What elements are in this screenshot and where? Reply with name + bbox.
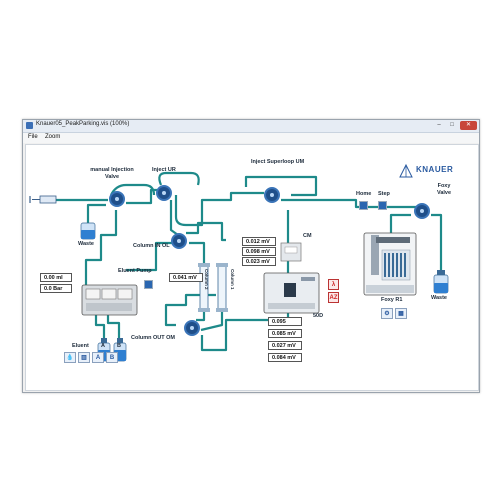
detector-readout-2: 0.085 mV bbox=[268, 329, 302, 338]
waste-bottle-right bbox=[433, 270, 449, 294]
lambda-button[interactable]: λ bbox=[328, 279, 339, 290]
detector-readout-1: 0.095 bbox=[268, 317, 302, 326]
uv-detector[interactable] bbox=[263, 272, 320, 314]
menu-bar: File Zoom bbox=[23, 133, 479, 143]
label-foxy-valve: Foxy Valve bbox=[436, 183, 452, 196]
waste-bottle-left bbox=[80, 222, 96, 240]
pipe-col1-columnout bbox=[200, 310, 224, 332]
knauer-logo-icon bbox=[399, 163, 413, 178]
pipe-manual-ur bbox=[126, 188, 158, 205]
cm-readout-1: 0.012 mV bbox=[242, 237, 276, 246]
pressure-readout: 0.0 Bar bbox=[40, 284, 72, 293]
menu-zoom[interactable]: Zoom bbox=[45, 134, 61, 140]
column-2 bbox=[198, 263, 210, 312]
foxy-rack-icon[interactable]: ▦ bbox=[395, 308, 407, 319]
label-eluent: Eluent bbox=[72, 343, 89, 349]
tool-a-button[interactable]: A bbox=[92, 352, 104, 363]
drop-icon[interactable]: 💧 bbox=[64, 352, 76, 363]
knauer-logo-text: KNAUER bbox=[416, 165, 454, 174]
process-canvas: KNAUER manual Injection Valve Inject UR … bbox=[25, 144, 479, 391]
pipe-eluent-b bbox=[106, 315, 121, 340]
pipe-columnout-loop bbox=[164, 293, 216, 327]
menu-file[interactable]: File bbox=[28, 134, 38, 140]
flow-readout: 0.00 ml bbox=[40, 273, 72, 282]
label-detector: 50D bbox=[313, 313, 324, 319]
manual-injection-valve[interactable] bbox=[109, 191, 125, 207]
autozero-button[interactable]: AZ bbox=[328, 292, 339, 303]
label-manual-injection-valve: manual Injection Valve bbox=[90, 167, 134, 180]
pipe-ur-loop bbox=[158, 171, 200, 186]
label-waste-left: Waste bbox=[78, 241, 94, 247]
label-home: Home bbox=[356, 191, 372, 197]
tool-b-button[interactable]: B bbox=[106, 352, 118, 363]
pipe-foxy-waste bbox=[431, 213, 443, 270]
detector-readout-4: 0.084 mV bbox=[268, 353, 302, 362]
foxy-valve[interactable] bbox=[414, 203, 430, 219]
cm-readout-2: 0.098 mV bbox=[242, 247, 276, 256]
cm-readout-3: 0.023 mV bbox=[242, 257, 276, 266]
foxy-settings-icon[interactable]: ⚙ bbox=[381, 308, 393, 319]
inject-superloop-valve[interactable] bbox=[264, 187, 280, 203]
title-bar: Knauer05_PeakParking.vis (100%) – □ ✕ bbox=[23, 120, 479, 133]
label-waste-right: Waste bbox=[431, 295, 447, 301]
pipe-pump-columnin bbox=[126, 241, 172, 272]
label-eluent-a: A bbox=[101, 343, 105, 349]
label-column-2: Column 2 bbox=[204, 269, 209, 290]
pipe-superloop-foxy bbox=[281, 198, 416, 209]
pipe-manual-pump bbox=[84, 210, 118, 285]
label-foxy: Foxy R1 bbox=[381, 297, 403, 303]
app-window: Knauer05_PeakParking.vis (100%) – □ ✕ Fi… bbox=[22, 119, 480, 393]
eluent-pump[interactable] bbox=[81, 284, 138, 316]
app-icon bbox=[26, 122, 33, 129]
column-1 bbox=[216, 263, 228, 312]
maximize-button[interactable]: □ bbox=[450, 122, 454, 128]
home-button[interactable] bbox=[359, 201, 368, 210]
detector-readout-3: 0.027 mV bbox=[268, 341, 302, 350]
column-signal-readout: 0.041 mV bbox=[169, 273, 203, 282]
pipe-network bbox=[29, 171, 449, 362]
column-out-valve[interactable] bbox=[184, 320, 200, 336]
label-inject-superloop: Inject Superloop UM bbox=[251, 159, 305, 165]
label-column-1: Column 1 bbox=[230, 269, 235, 290]
label-eluent-pump: Eluent Pump bbox=[118, 268, 152, 274]
knauer-logo: KNAUER bbox=[398, 163, 468, 179]
ruler-icon[interactable]: ▥ bbox=[78, 352, 90, 363]
pipe-manual-waste bbox=[86, 203, 106, 223]
minimize-button[interactable]: – bbox=[437, 122, 441, 128]
label-inject-ur: Inject UR bbox=[152, 167, 176, 173]
pump-control-button[interactable] bbox=[144, 280, 153, 289]
close-button[interactable]: ✕ bbox=[460, 121, 477, 130]
cm-detector[interactable] bbox=[280, 242, 302, 262]
window-title: Knauer05_PeakParking.vis (100%) bbox=[36, 121, 130, 127]
syringe-icon[interactable] bbox=[29, 195, 57, 204]
label-cm: CM bbox=[303, 233, 312, 239]
pipe-superloop-top bbox=[244, 175, 318, 197]
pipe-eluent-a bbox=[94, 315, 106, 340]
foxy-fraction-collector[interactable] bbox=[363, 232, 417, 296]
column-in-valve[interactable] bbox=[171, 233, 187, 249]
label-column-out: Column OUT OM bbox=[131, 335, 175, 341]
label-eluent-b: B bbox=[117, 343, 121, 349]
inject-ur-valve[interactable] bbox=[156, 185, 172, 201]
pipe-col2-columnout bbox=[196, 310, 206, 322]
pipe-columnin-col1 bbox=[186, 221, 226, 242]
step-button[interactable] bbox=[378, 201, 387, 210]
label-step: Step bbox=[378, 191, 390, 197]
label-column-in: Column IN OL bbox=[133, 243, 170, 249]
pipe-ur-superloop bbox=[174, 191, 264, 227]
